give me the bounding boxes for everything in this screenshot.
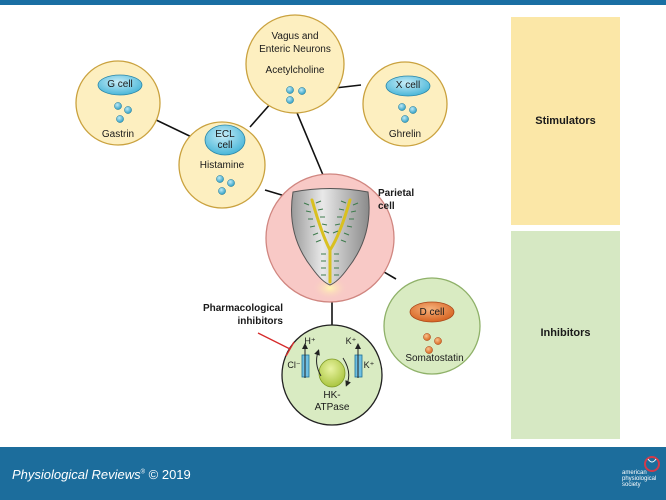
ecl-cell-nucleus: [204, 124, 246, 156]
g-cell: [75, 60, 161, 146]
parietal-microvilli: [303, 200, 359, 276]
aps-line-3: society: [622, 482, 641, 488]
aps-logo-icon: [644, 456, 660, 472]
d-cell-label: D cell: [419, 307, 445, 318]
hk-atpase-label-1: HK-: [323, 390, 341, 401]
aps-line-2: physiological: [622, 476, 657, 482]
vagus-title-2: Enteric Neurons: [259, 44, 331, 55]
journal-name: Physiological Reviews: [12, 467, 141, 482]
copyright-year: © 2019: [145, 467, 191, 482]
ecl-cell: [178, 121, 266, 209]
cl-ion-label: Cl⁻: [287, 360, 301, 370]
k-ion-top-label: K⁺: [345, 336, 357, 346]
connector-vagus-parietal: [294, 107, 324, 176]
ecl-label-2: cell: [217, 140, 233, 151]
diagram-canvas: [75, 14, 481, 426]
g-cell-label: G cell: [107, 79, 133, 90]
h-secretion-arrow: [314, 349, 322, 377]
connector-lines: [151, 84, 397, 325]
registered-mark: ®: [140, 469, 146, 476]
x-cell-nucleus: [385, 75, 431, 97]
stimulators-panel: Stimulators: [511, 17, 620, 225]
aps-logo-text: american physiological society: [622, 470, 662, 488]
h-ion-label: H⁺: [304, 336, 316, 346]
top-accent-bar: [0, 0, 666, 5]
k-ion-right-label: K⁺: [363, 360, 375, 370]
parietal-cell-body: [291, 188, 370, 286]
parietal-cell: [265, 173, 395, 303]
g-cell-nucleus: [97, 74, 143, 96]
pharm-label-2: inhibitors: [237, 316, 283, 327]
pharm-label-1: Pharmacological: [202, 303, 283, 314]
connector-vagus-ecl: [249, 101, 273, 128]
d-cell: [383, 277, 481, 375]
inhibitors-label: Inhibitors: [540, 327, 591, 339]
footer-citation: Physiological Reviews® © 2019: [12, 467, 191, 482]
stimulators-label: Stimulators: [535, 115, 596, 127]
somatostatin-label: Somatostatin: [405, 353, 464, 364]
d-cell-nucleus: [409, 301, 455, 323]
parietal-label-1: Parietal: [378, 188, 415, 199]
connector-vagus-xcell: [334, 84, 362, 89]
ghrelin-label: Ghrelin: [388, 129, 422, 140]
connector-ecl-parietal: [264, 189, 286, 197]
vagus-neuron-cell: [245, 14, 345, 114]
proton-pump-cell: [281, 324, 383, 426]
x-cell: [362, 61, 448, 147]
pharmacological-inhibitor-line: [257, 332, 295, 357]
acetylcholine-label: Acetylcholine: [265, 65, 325, 76]
x-cell-label: X cell: [395, 80, 421, 91]
inhibitors-panel: Inhibitors: [511, 231, 620, 439]
hk-atpase-enzyme: [318, 358, 346, 388]
aps-line-1: american: [622, 470, 647, 476]
histamine-label: Histamine: [199, 160, 245, 171]
k-uptake-arrow: [342, 357, 351, 387]
parietal-label-2: cell: [378, 201, 395, 212]
vagus-title-1: Vagus and: [271, 31, 319, 42]
footer-bar: Physiological Reviews® © 2019: [0, 447, 666, 500]
hk-atpase-label-2: ATPase: [314, 402, 350, 413]
ecl-label-1: ECL: [215, 129, 235, 140]
gastrin-label: Gastrin: [101, 129, 135, 140]
